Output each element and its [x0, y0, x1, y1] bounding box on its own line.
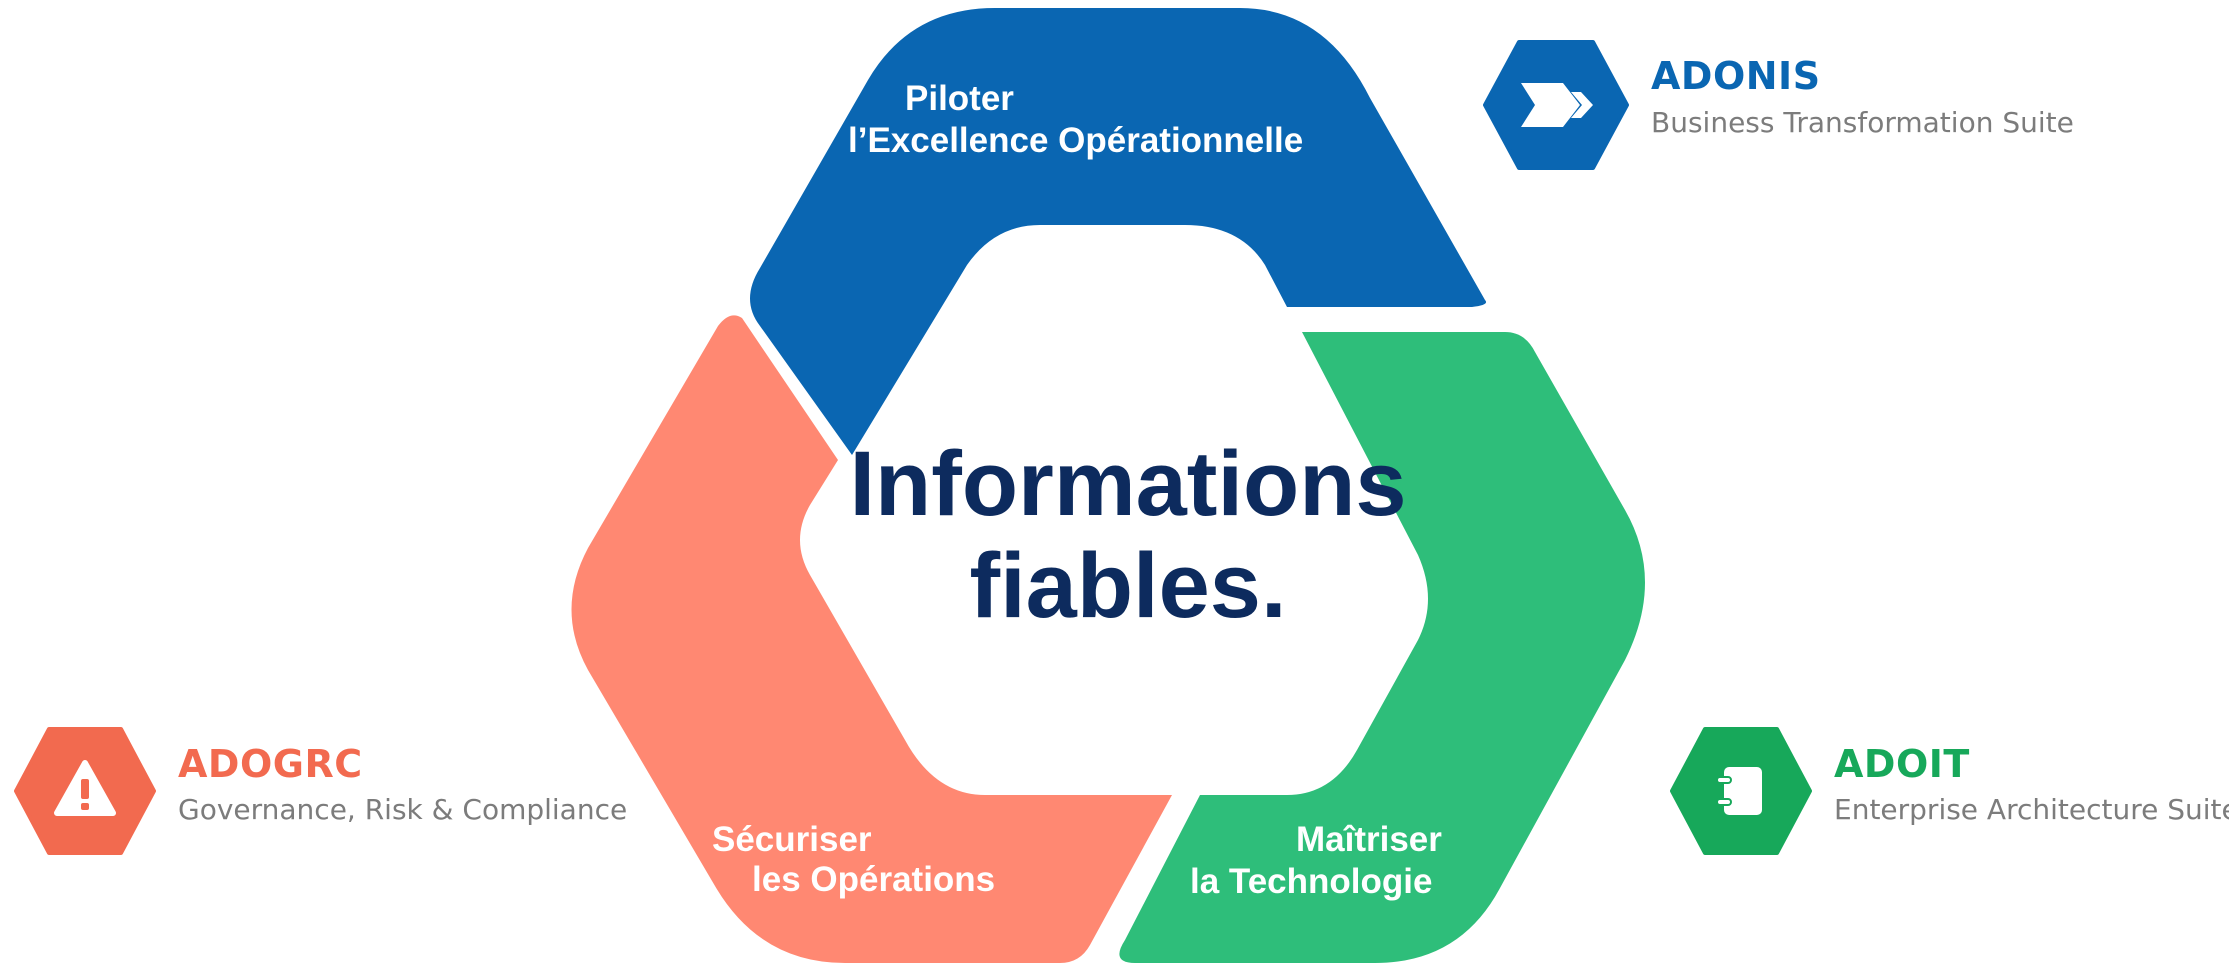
- center-title-line1: Informations: [849, 433, 1406, 535]
- double-chevron-icon: [1483, 40, 1629, 170]
- segment-top-label-line1: Piloter: [905, 79, 1014, 118]
- warning-icon: [14, 727, 156, 855]
- product-adoit: ADOIT Enterprise Architecture Suite: [1670, 727, 2229, 857]
- product-adogrc: ADOGRC Governance, Risk & Compliance: [14, 727, 627, 857]
- notebook-icon: [1670, 727, 1812, 855]
- segment-left-label-line2: les Opérations: [752, 860, 995, 899]
- segment-right-label-line2: la Technologie: [1190, 862, 1432, 901]
- segment-top-blue: [750, 8, 1487, 455]
- adoit-name: ADOIT: [1834, 742, 1970, 786]
- adonis-tagline: Business Transformation Suite: [1651, 106, 2074, 139]
- center-title-line2: fiables.: [969, 535, 1286, 637]
- adonis-name: ADONIS: [1651, 54, 1821, 98]
- adoit-tagline: Enterprise Architecture Suite: [1834, 793, 2229, 826]
- adogrc-tagline: Governance, Risk & Compliance: [178, 793, 628, 826]
- adogrc-name: ADOGRC: [178, 742, 363, 786]
- product-adonis: ADONIS Business Transformation Suite: [1483, 40, 2083, 170]
- segment-right-label-line1: Maîtriser: [1296, 820, 1442, 859]
- segment-right-green: [1119, 332, 1645, 963]
- segment-left-label-line1: Sécuriser: [712, 820, 872, 859]
- segment-left-salmon: [571, 315, 1172, 963]
- segment-top-label-line2: l’Excellence Opérationnelle: [848, 121, 1303, 160]
